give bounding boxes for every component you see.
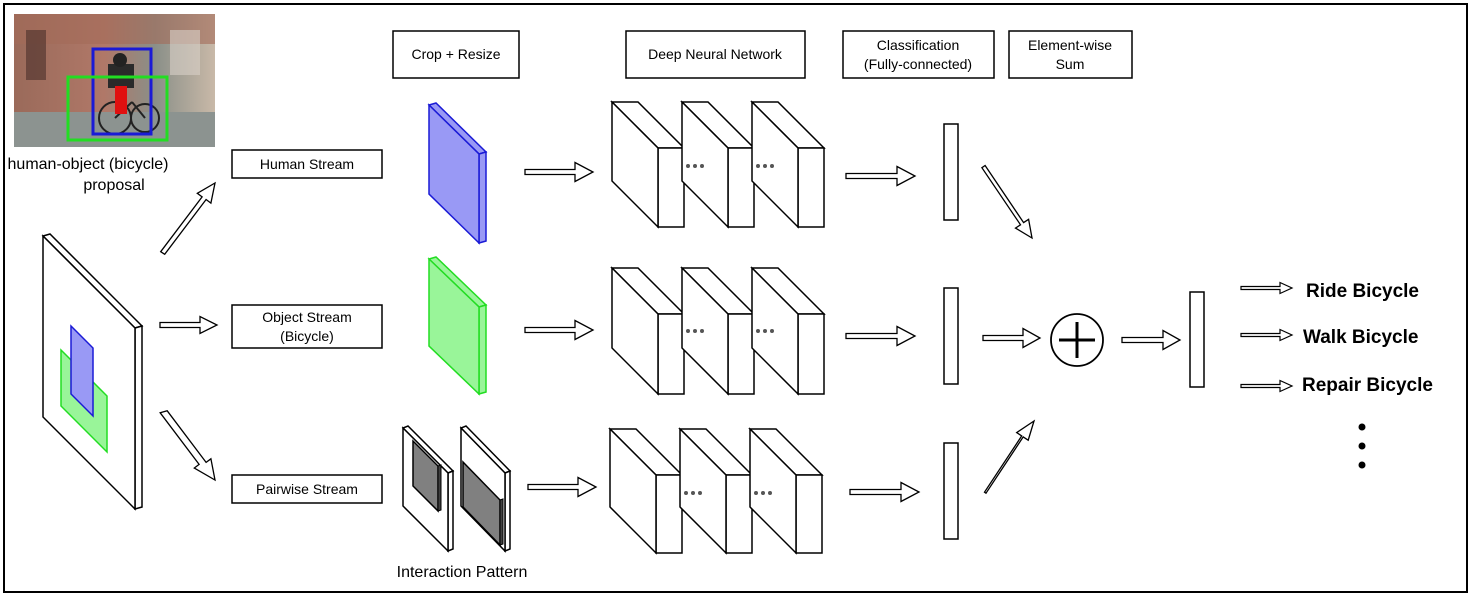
- dnn-human-ellipsis: [686, 164, 774, 168]
- input-image-slab: [41, 233, 144, 511]
- slab-human-region: [70, 324, 94, 418]
- dnn-pairwise-block-3: [748, 427, 824, 555]
- proposal-caption-line1: human-object (bicycle): [8, 156, 169, 173]
- arrow-out-walk: [1240, 328, 1294, 342]
- human-box: [91, 47, 153, 136]
- header-crop-resize-label: Crop + Resize: [411, 46, 500, 62]
- output-layer: [1189, 291, 1205, 388]
- human-crop-slab: [427, 102, 488, 245]
- arrow-fc-object-to-sum: [982, 327, 1042, 349]
- human-stream-box: Human Stream: [231, 149, 383, 179]
- fc-pairwise: [943, 442, 959, 540]
- interaction-pattern-human-channel: [401, 425, 455, 553]
- dnn-human-block-2: [680, 100, 756, 229]
- dnn-object: [610, 266, 826, 396]
- object-box: [66, 75, 169, 142]
- proposal-caption-line2: proposal: [83, 177, 144, 194]
- object-stream-label-line1: Object Stream: [262, 309, 351, 325]
- arrow-out-repair: [1240, 379, 1294, 393]
- arrow-to-pairwise-stream: [159, 410, 216, 482]
- dnn-object-block-3: [750, 266, 826, 396]
- fc-human: [943, 123, 959, 221]
- fc-object: [943, 287, 959, 385]
- object-stream-box: Object Stream (Bicycle): [231, 304, 383, 349]
- pairwise-stream-box: Pairwise Stream: [231, 474, 383, 504]
- header-classification: Classification (Fully-connected): [842, 30, 995, 79]
- proposal-photo: [14, 14, 215, 147]
- arrow-pairwise-dnn-to-fc: [849, 481, 921, 503]
- arrow-object-dnn-to-fc: [845, 325, 917, 347]
- arrow-to-object-stream: [159, 315, 219, 335]
- arrow-human-to-dnn: [524, 161, 595, 183]
- output-repair-bicycle: Repair Bicycle: [1302, 375, 1433, 396]
- header-element-wise-sum: Element-wise Sum: [1008, 30, 1133, 79]
- dnn-pairwise-ellipsis: [684, 491, 772, 495]
- output-ellipsis: [1358, 423, 1366, 469]
- dnn-object-block-2: [680, 266, 756, 396]
- header-deep-nn-label: Deep Neural Network: [648, 46, 783, 62]
- arrow-fc-human-to-sum: [981, 164, 1033, 240]
- arrow-pairwise-to-dnn: [527, 476, 598, 498]
- interaction-pattern-object-channel: [459, 425, 512, 553]
- arrow-fc-pairwise-to-sum: [983, 419, 1036, 495]
- figure-border: [3, 3, 1468, 593]
- arrow-sum-to-output: [1121, 329, 1182, 351]
- dnn-human: [610, 100, 826, 229]
- dnn-pairwise-block-1: [608, 427, 684, 555]
- object-stream-label-line2: (Bicycle): [280, 328, 334, 344]
- dnn-pairwise: [608, 427, 824, 555]
- header-crop-resize: Crop + Resize: [392, 30, 520, 79]
- header-element-wise-line2: Sum: [1056, 56, 1085, 72]
- object-crop-slab: [427, 256, 488, 396]
- header-classification-line2: (Fully-connected): [864, 56, 972, 72]
- interaction-pattern-label: Interaction Pattern: [397, 564, 528, 581]
- output-walk-bicycle: Walk Bicycle: [1303, 327, 1418, 348]
- arrow-out-ride: [1240, 281, 1294, 295]
- header-element-wise-line1: Element-wise: [1028, 37, 1112, 53]
- dnn-human-block-1: [610, 100, 686, 229]
- dnn-pairwise-block-2: [678, 427, 754, 555]
- header-classification-line1: Classification: [877, 37, 959, 53]
- human-stream-label: Human Stream: [260, 156, 354, 172]
- arrow-human-dnn-to-fc: [845, 165, 917, 187]
- pairwise-stream-label: Pairwise Stream: [256, 481, 358, 497]
- dnn-object-block-1: [610, 266, 686, 396]
- header-deep-neural-network: Deep Neural Network: [625, 30, 806, 79]
- element-wise-sum-node: [1050, 313, 1104, 367]
- output-ride-bicycle: Ride Bicycle: [1306, 281, 1419, 302]
- arrow-to-human-stream: [159, 181, 216, 256]
- dnn-human-block-3: [750, 100, 826, 229]
- dnn-object-ellipsis: [686, 329, 774, 333]
- arrow-object-to-dnn: [524, 319, 595, 341]
